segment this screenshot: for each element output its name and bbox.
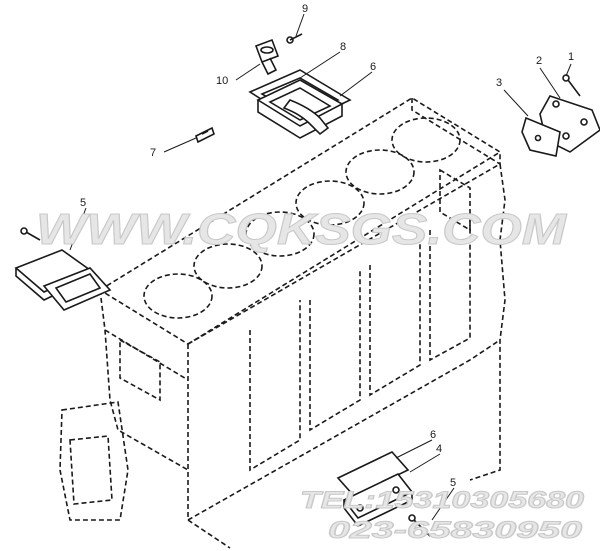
bolt-part-5-left	[25, 231, 41, 241]
bolt-part-5-bottom	[413, 519, 431, 537]
clip-part-7	[195, 126, 215, 144]
cylinder-bore-4	[295, 180, 365, 226]
front-flange	[59, 401, 129, 521]
watermark-phone: 023-65830950	[328, 517, 583, 544]
cylinder-bore-5	[345, 149, 415, 195]
callout-7: 7	[150, 147, 156, 159]
leader-lines	[69, 13, 572, 521]
thermostat-housing-assembly	[195, 33, 352, 144]
engine-block	[59, 97, 506, 549]
callout-5-left: 5	[80, 197, 86, 209]
callout-2: 2	[536, 55, 542, 67]
callout-6-top: 6	[370, 61, 376, 73]
cylinder-bore-6	[391, 117, 461, 163]
cylinder-bore-1	[143, 273, 213, 319]
bolt-part-1	[567, 79, 581, 97]
block-long-side	[187, 344, 231, 549]
callout-1: 1	[568, 51, 574, 63]
bottom-cover-assembly	[336, 451, 431, 537]
watermark-layer: WWW.CQKSGS.COM TEL:15310305680 023-65830…	[36, 205, 586, 545]
right-cover-assembly	[521, 74, 600, 157]
cylinder-bore-2	[193, 243, 263, 289]
callout-10: 10	[216, 75, 228, 87]
callout-9: 9	[302, 3, 308, 15]
block-top-deck	[98, 97, 502, 345]
callout-4: 4	[436, 443, 442, 455]
left-cover-assembly	[14, 227, 112, 311]
cylinder-bores	[143, 117, 461, 319]
cylinder-bore-3	[245, 211, 315, 257]
block-end-face	[411, 98, 501, 166]
callout-6-bottom: 6	[430, 429, 436, 441]
watermark-tel: TEL:15310305680	[300, 487, 585, 514]
block-front-end	[99, 289, 189, 471]
watermark-site: WWW.CQKSGS.COM	[36, 205, 568, 254]
screw-part-9	[286, 33, 303, 44]
callout-labels: 1 2 3 4 5 5 6 6 7 8 9 10	[80, 3, 574, 489]
callout-3: 3	[496, 77, 502, 89]
callout-5-bottom: 5	[450, 477, 456, 489]
gasket-bottom	[336, 451, 410, 497]
fitting-part-10	[254, 38, 280, 76]
housing-tube	[282, 99, 330, 136]
callout-8: 8	[340, 41, 346, 53]
